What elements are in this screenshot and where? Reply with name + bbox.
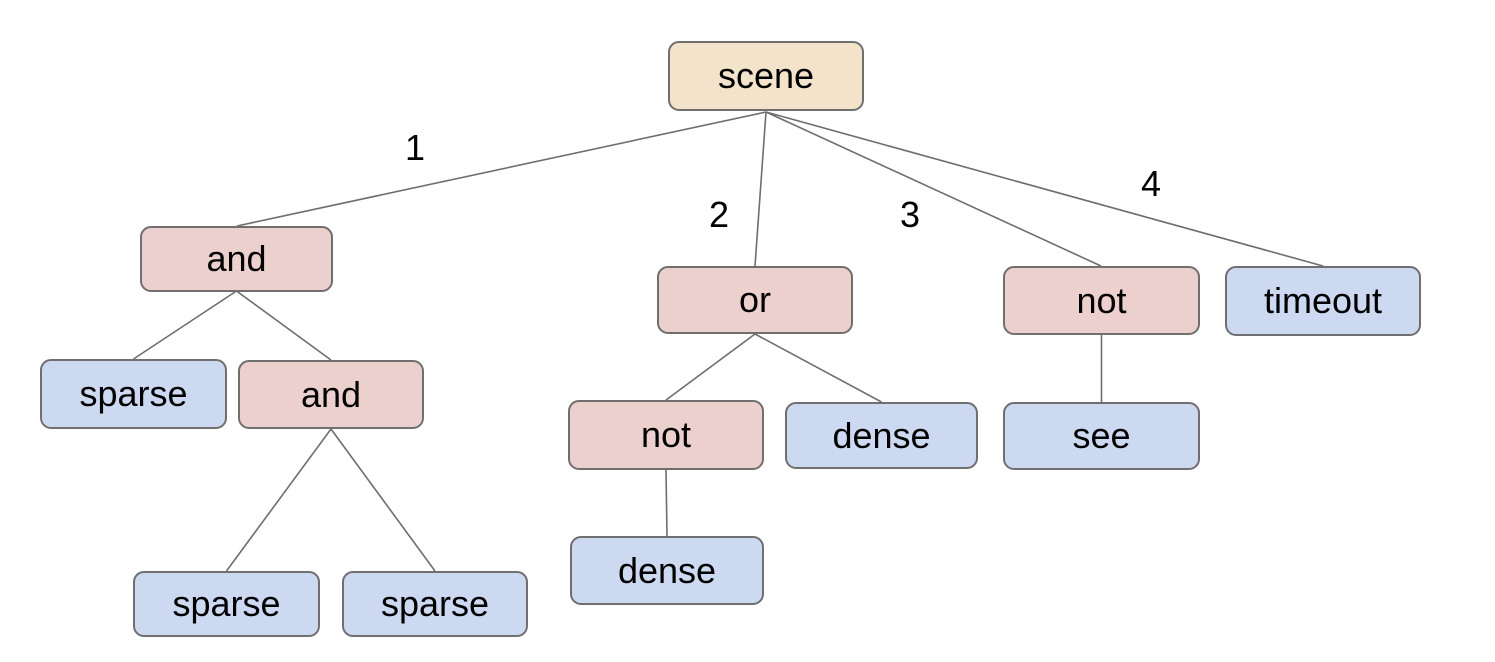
node-scene-label: scene [717,55,815,96]
node-and-1: and [140,226,333,292]
node-or-1: or [657,266,853,334]
node-not-1-label: not [1076,279,1127,321]
node-dense-2: dense [570,536,764,605]
edge-and1-and2 [236,290,332,361]
node-or-1-label: or [738,279,771,320]
edge-scene-not1 [765,111,1102,267]
node-and-1-label: and [206,238,267,279]
edge-label-1: 1 [404,127,426,168]
node-scene: scene [668,41,864,111]
node-timeout: timeout [1225,266,1421,336]
edge-label-4: 4 [1140,163,1162,204]
edge-scene-or1 [754,111,767,267]
node-dense-1-label: dense [832,414,931,456]
edge-scene-and1 [236,111,767,227]
edge-and2-sparse3 [330,428,436,572]
node-dense-1: dense [785,402,978,469]
edge-not2-dense2 [665,469,668,537]
edge-and1-sparse1 [133,290,237,360]
node-and-2: and [238,360,424,429]
edge-or1-not2 [665,333,756,401]
edge-scene-timeout [765,111,1324,267]
node-timeout-label: timeout [1263,280,1383,321]
edge-or1-dense1 [754,333,882,403]
node-sparse-1: sparse [40,359,227,429]
edge-label-2: 2 [708,194,730,235]
node-sparse-1-label: sparse [79,373,188,414]
edge-label-3: 3 [899,194,921,235]
node-not-2: not [568,400,764,470]
node-sparse-3-label: sparse [380,583,490,624]
node-see-label: see [1072,415,1131,456]
node-dense-2-label: dense [617,549,717,591]
node-not-1: not [1003,266,1200,335]
node-not-2-label: not [640,414,692,455]
edge-and2-sparse2 [225,428,332,572]
node-sparse-3: sparse [342,571,528,637]
node-and-2-label: and [300,373,362,415]
node-sparse-2: sparse [133,571,320,637]
node-see: see [1003,402,1200,470]
node-sparse-2-label: sparse [172,583,281,624]
